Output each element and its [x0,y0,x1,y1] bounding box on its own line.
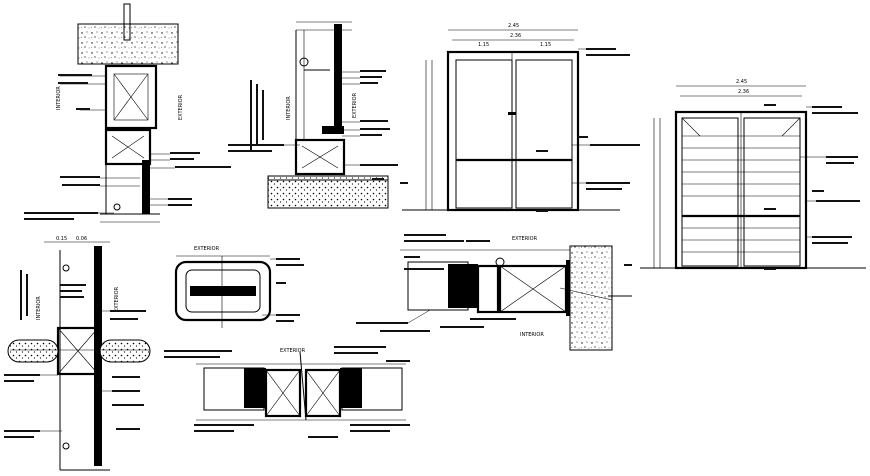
lower-frame [104,128,152,166]
dim-right-leaf: 1.15 [540,42,551,48]
rail-outer [174,260,272,322]
dim-a: 0.15 [56,236,67,242]
interior-label-8: INTERIOR [520,332,544,338]
detail-8-wall-jamb-plan: EXTERIOR INTERIOR [356,234,632,351]
left-stile-box [264,368,302,418]
right-leaf [515,59,573,209]
sill-box [294,138,346,176]
detail-3-door-elevation: 2.45 2.36 1.15 1.15 [400,23,640,212]
upper-frame [104,64,158,130]
leader-notes-3 [400,48,640,212]
concrete-lintel [77,23,179,65]
interior-label-2: INTERIOR [286,96,292,120]
exterior-label: EXTERIOR [178,94,184,120]
right-roller [99,339,151,363]
jamb-profile [334,24,342,134]
leader-notes-4 [764,104,860,270]
exterior-label-2: EXTERIOR [352,92,358,118]
detail-4-louvered-door-elevation: 2.45 2.36 [640,79,866,270]
leader-notes-6 [262,258,304,322]
sill-profile [142,160,150,214]
door-frame [446,50,580,212]
exterior-label-6: EXTERIOR [194,246,220,252]
left-roller [7,339,59,363]
dim-inner-width-2: 2.36 [738,89,749,95]
interior-label: INTERIOR [56,86,62,110]
leader-notes-2 [228,70,398,180]
right-leaf-section [341,367,403,411]
exterior-label-7: EXTERIOR [280,348,306,354]
anchor-bar [123,3,131,41]
detail-2-sill-section: INTERIOR EXTERIOR [228,21,398,209]
left-leaf [455,59,513,209]
detail-5-jamb-section: 0.15 0.06 INTERIOR EXTERIOR [4,236,151,471]
exterior-label-8: EXTERIOR [512,236,538,242]
dim-total-width: 2.45 [508,23,519,29]
detail-7-meeting-stiles: EXTERIOR [164,346,410,438]
detail-1-vertical-section: INTERIOR EXTERIOR [24,3,231,223]
leader-notes-8 [356,234,632,332]
wall-section [569,245,613,351]
floor-slab [267,175,389,209]
dim-inner-width: 2.36 [510,33,521,39]
exterior-label-5: EXTERIOR [114,286,120,312]
leader-notes-5 [4,270,146,438]
detail-6-rail-plan: EXTERIOR [174,246,304,328]
leader-notes-7 [164,346,410,438]
dim-total-width-2: 2.45 [736,79,747,85]
rail-core [190,286,256,296]
dim-left-leaf: 1.15 [478,42,489,48]
leader-notes [24,74,231,220]
interior-label-5: INTERIOR [36,296,42,320]
dim-b: 0.06 [76,236,87,242]
